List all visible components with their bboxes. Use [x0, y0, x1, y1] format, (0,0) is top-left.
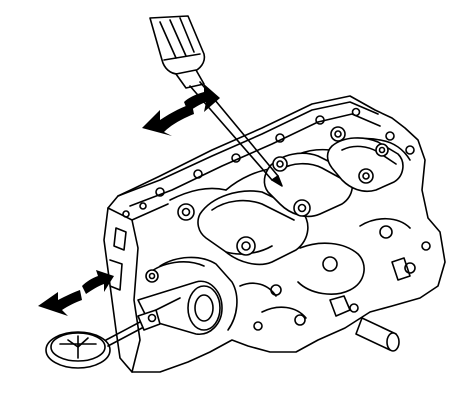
- block-lower-details: [239, 217, 431, 352]
- double-arrow-icon: [38, 84, 220, 316]
- crankshaft: [137, 126, 404, 335]
- screwdriver-icon: [149, 15, 283, 187]
- dial-indicator-icon: [45, 297, 181, 369]
